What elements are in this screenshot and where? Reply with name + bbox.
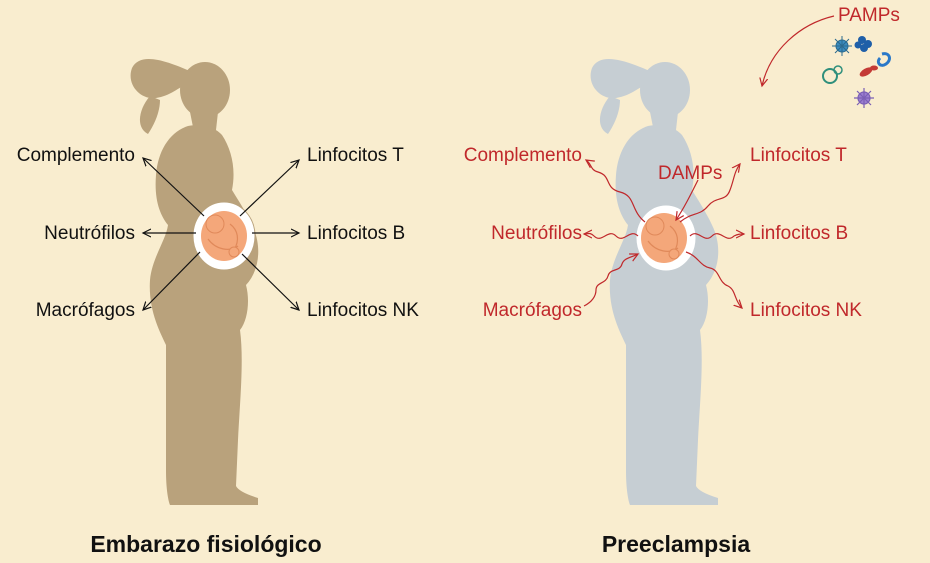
arrow-linfocitos-t <box>239 160 299 217</box>
arrows-right <box>583 15 835 308</box>
label-neutrofilos-right: Neutrófilos <box>491 223 582 244</box>
arrows-left <box>143 158 299 310</box>
wavy-arrow-linfocitos-b <box>689 234 744 239</box>
label-complemento-right: Complemento <box>464 145 582 166</box>
arrow-pamps <box>762 15 835 86</box>
fetus-icon <box>200 210 248 262</box>
wavy-arrow-complemento <box>586 160 646 223</box>
label-linfocitos-nk-right: Linfocitos NK <box>750 300 862 321</box>
label-linfocitos-t-right: Linfocitos T <box>750 145 847 166</box>
label-pamps: PAMPs <box>838 5 900 26</box>
label-damps: DAMPs <box>658 163 722 184</box>
label-complemento-left: Complemento <box>17 145 135 166</box>
pathogen-icon <box>822 36 891 108</box>
arrow-complemento <box>143 158 205 217</box>
pregnant-woman-silhouette-icon <box>590 59 719 505</box>
label-linfocitos-t-left: Linfocitos T <box>307 145 404 166</box>
arrow-damps <box>676 179 699 220</box>
wavy-arrow-linfocitos-t <box>679 164 740 223</box>
bacterium-icon <box>859 65 878 77</box>
fetus-icon <box>640 212 688 264</box>
arrow-linfocitos-nk <box>241 253 299 310</box>
label-linfocitos-b-left: Linfocitos B <box>307 223 405 244</box>
wavy-arrow-macrofagos <box>583 254 638 307</box>
pregnant-woman-silhouette-icon <box>130 59 259 505</box>
amoeba-icon <box>822 65 843 84</box>
cell-cluster-icon <box>854 36 872 52</box>
wavy-arrow-linfocitos-nk <box>685 251 742 308</box>
title-right: Preeclampsia <box>602 531 751 557</box>
label-neutrofilos-left: Neutrófilos <box>44 223 135 244</box>
coronavirus-icon <box>854 88 874 108</box>
arrow-macrofagos <box>143 251 201 310</box>
label-linfocitos-nk-left: Linfocitos NK <box>307 300 419 321</box>
label-macrofagos-left: Macrófagos <box>36 300 135 321</box>
spiral-bacteria-icon <box>876 52 891 67</box>
label-macrofagos-right: Macrófagos <box>483 300 582 321</box>
title-left: Embarazo fisiológico <box>90 531 321 557</box>
virus-icon <box>832 36 852 56</box>
wavy-arrow-neutrofilos <box>584 234 639 239</box>
label-linfocitos-b-right: Linfocitos B <box>750 223 848 244</box>
